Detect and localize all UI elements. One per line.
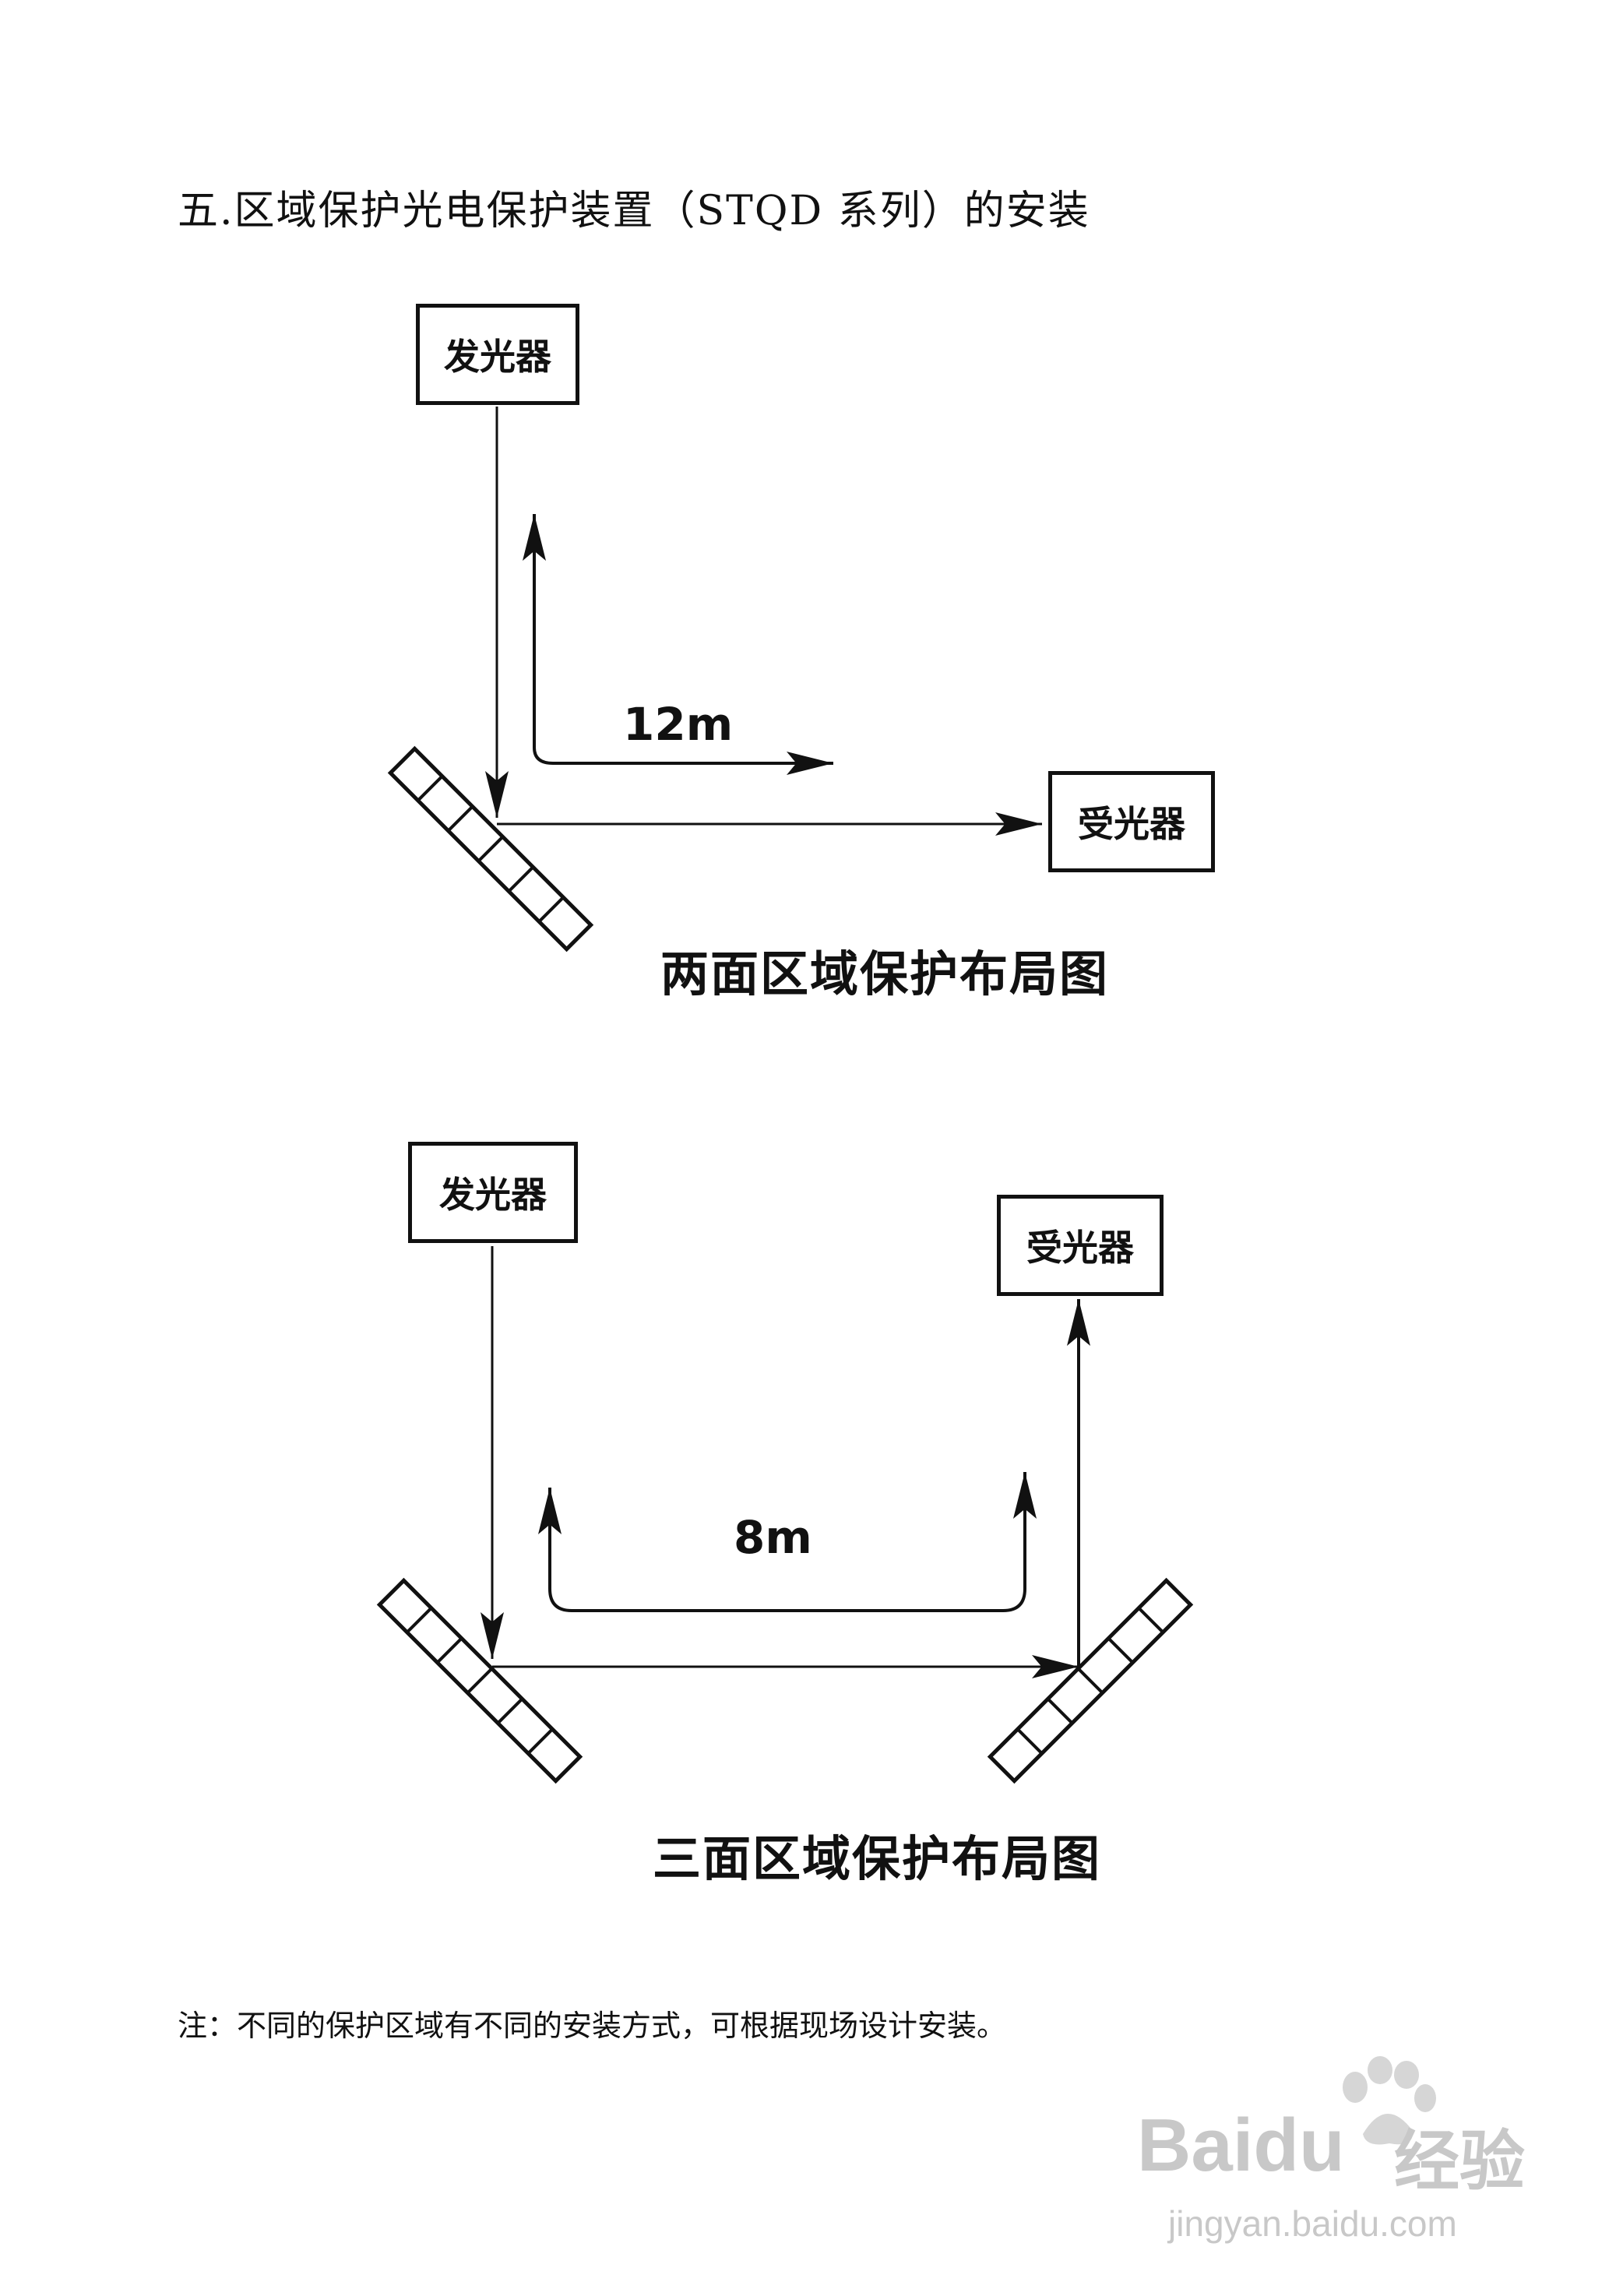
watermark-brand-part2: du bbox=[1253, 2104, 1345, 2187]
watermark-brand-part1: Bai bbox=[1137, 2104, 1254, 2187]
diagram2-emitter-label: 发光器 bbox=[439, 1174, 547, 1216]
diagram2-emitter-box: 发光器 bbox=[408, 1142, 578, 1243]
diagram1-mirror bbox=[387, 745, 594, 953]
diagram2-lines bbox=[481, 1246, 1090, 1678]
diagram2-right-mirror bbox=[987, 1577, 1194, 1784]
diagram1-caption: 两面区域保护布局图 bbox=[660, 946, 1110, 1002]
diagram2-caption: 三面区域保护布局图 bbox=[653, 1830, 1102, 1887]
diagram1-emitter-box: 发光器 bbox=[416, 304, 579, 405]
watermark-brand: Baidu bbox=[1137, 2103, 1345, 2189]
diagram1-emitter-label: 发光器 bbox=[444, 336, 551, 378]
watermark-product: 经验 bbox=[1394, 2123, 1526, 2199]
paw-icon bbox=[1343, 2056, 1436, 2145]
watermark-url: jingyan.baidu.com bbox=[1168, 2203, 1457, 2244]
diagram2-receiver-box: 受光器 bbox=[997, 1195, 1164, 1296]
section-heading: 五.区域保护光电保护装置（STQD 系列）的安装 bbox=[178, 188, 1090, 234]
diagram2-receiver-label: 受光器 bbox=[1026, 1227, 1134, 1269]
diagram1-receiver-box: 受光器 bbox=[1048, 771, 1215, 872]
baidu-watermark: Baidu 经验 jingyan.baidu.com bbox=[1137, 2056, 1573, 2251]
diagram2-distance-label: 8m bbox=[734, 1511, 812, 1564]
diagram1-receiver-label: 受光器 bbox=[1078, 803, 1185, 845]
diagram1-distance-label: 12m bbox=[623, 698, 734, 751]
diagram1-lines bbox=[485, 407, 1042, 836]
installation-note: 注：不同的保护区域有不同的安装方式，可根据现场设计安装。 bbox=[178, 2009, 1007, 2043]
diagram2-left-mirror bbox=[376, 1577, 583, 1784]
